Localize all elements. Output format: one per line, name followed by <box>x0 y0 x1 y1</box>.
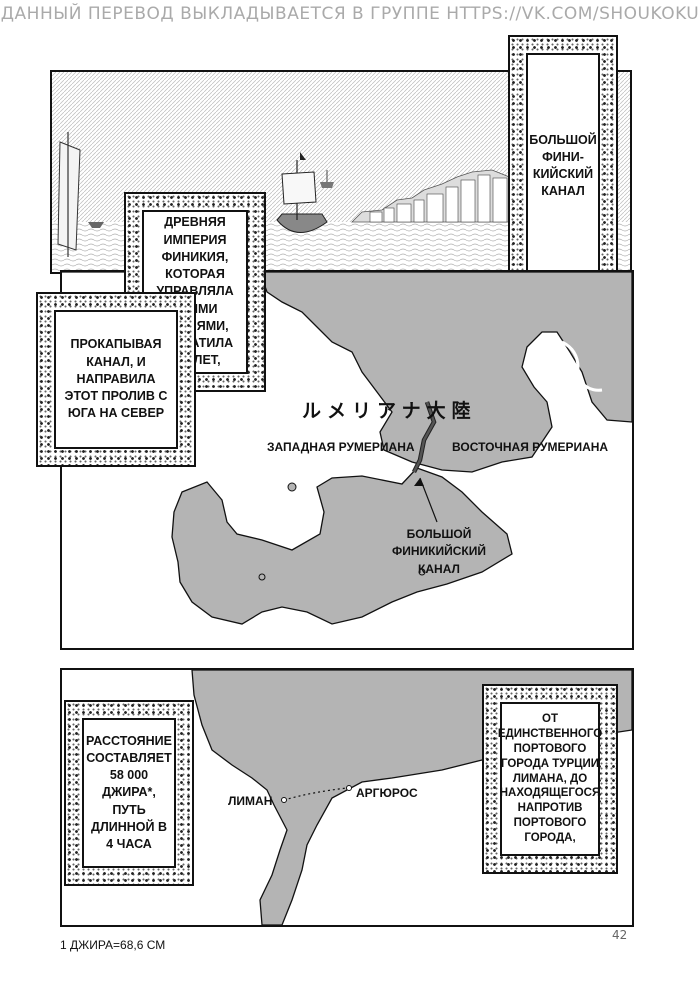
caption-canal-dug: ПРОКАПЫВАЯ КАНАЛ, И НАПРАВИЛА ЭТОТ ПРОЛИ… <box>54 310 178 449</box>
label-east-rumeliana: ВОСТОЧНАЯ РУМЕРИАНА <box>452 440 609 454</box>
city-label-argyuros: АРГЮРОС <box>356 786 418 800</box>
caption-frame-from-liman: ОТ ЕДИНСТВЕННОГО ПОРТОВОГО ГОРОДА ТУРЦИИ… <box>482 684 618 874</box>
rumeliana-map <box>62 272 632 625</box>
caption-canal-title: БОЛЬШОЙ ФИНИ-КИЙСКИЙ КАНАЛ <box>526 53 600 279</box>
watermark-header: ДАННЫЙ ПЕРЕВОД ВЫКЛАДЫВАЕТСЯ В ГРУППЕ HT… <box>0 4 700 24</box>
city-label-liman: ЛИМАН <box>228 794 273 808</box>
caption-distance: РАССТОЯНИЕ СОСТАВЛЯЕТ 58 000 ДЖИРА*, ПУТ… <box>82 718 176 868</box>
label-great-phoenician-canal: БОЛЬШОЙ ФИНИКИЙСКИЙ КАНАЛ <box>392 527 486 576</box>
continent-label-japanese: ルメリアナ大陸 <box>302 400 477 422</box>
caption-from-liman: ОТ ЕДИНСТВЕННОГО ПОРТОВОГО ГОРОДА ТУРЦИИ… <box>498 702 602 856</box>
page-number: 42 <box>612 928 628 942</box>
caption-frame-phoenicia-bottom: ПРОКАПЫВАЯ КАНАЛ, И НАПРАВИЛА ЭТОТ ПРОЛИ… <box>36 292 196 467</box>
caption-frame-distance: РАССТОЯНИЕ СОСТАВЛЯЕТ 58 000 ДЖИРА*, ПУТ… <box>64 700 194 886</box>
footnote-jira: 1 ДЖИРА=68,6 СМ <box>60 938 166 952</box>
caption-frame-canal-title: БОЛЬШОЙ ФИНИ-КИЙСКИЙ КАНАЛ <box>508 35 618 297</box>
label-west-rumeliana: ЗАПАДНАЯ РУМЕРИАНА <box>267 440 415 454</box>
